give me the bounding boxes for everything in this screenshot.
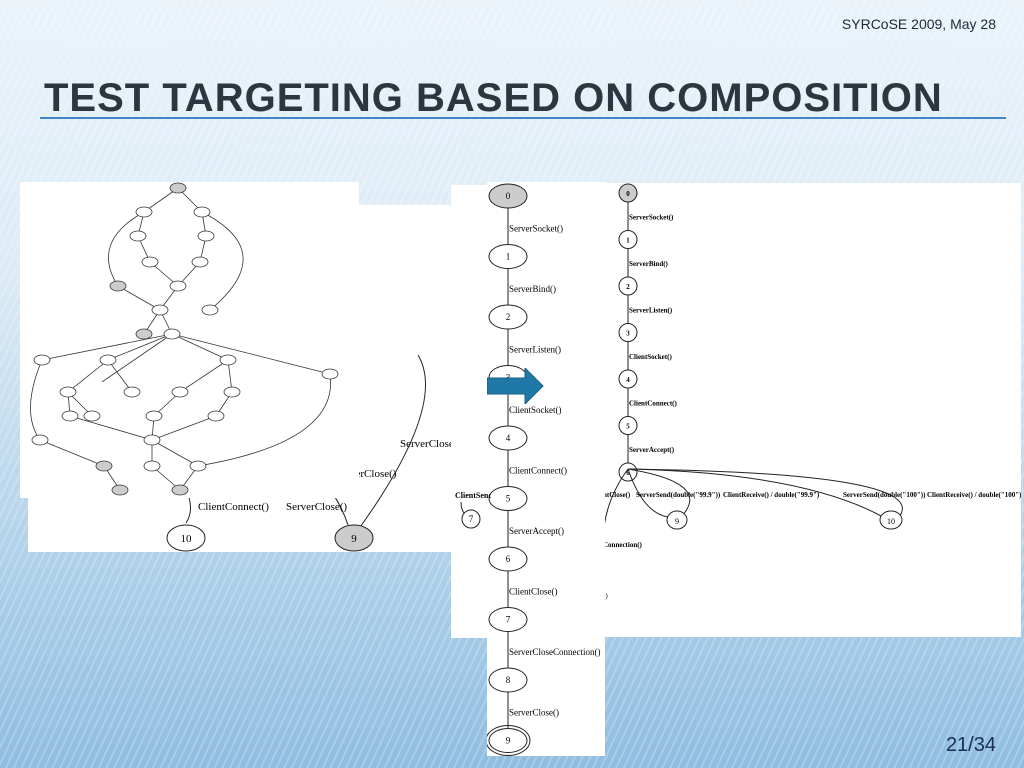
chain-node (488, 728, 528, 753)
chain-node-label: 2 (506, 312, 511, 322)
side-label: ClientSend (455, 491, 491, 500)
node-9-label: 9 (351, 533, 357, 545)
lbl-server-close-partial: verClose() (350, 468, 397, 480)
node-10-label: 10 (181, 533, 193, 545)
dense-state-graph (30, 182, 339, 496)
conference-label: SYRCoSE 2009, May 28 (841, 16, 996, 32)
composition-arrow (486, 366, 547, 409)
side-fragment: ClientSend 7 (451, 484, 493, 534)
loop-label-0: ntClose() (603, 491, 631, 499)
right-node-label: 5 (626, 423, 630, 431)
partial-label-0: Connection() (603, 541, 643, 549)
node-9 (334, 524, 374, 552)
chain-node-label: 8 (506, 675, 511, 685)
loop-label-1: ServerSend(double("99.9")) (636, 491, 721, 499)
chain-edge-label: ServerBind() (509, 284, 556, 294)
side-node-7-label: 7 (469, 514, 474, 524)
right-node-label: 4 (626, 376, 630, 384)
loop-node-10-label: 10 (887, 517, 895, 526)
right-edge-label: ServerSocket() (629, 213, 674, 221)
right-node (618, 416, 638, 435)
loop-node-9-label: 9 (675, 517, 679, 526)
right-edge-label: ClientConnect() (629, 399, 677, 407)
chain-edge-label: ClientConnect() (509, 465, 567, 475)
chain-node-label: 4 (506, 433, 511, 443)
lbl-server-close: ServerClose() (286, 501, 347, 513)
chain-node-label: 9 (506, 736, 511, 746)
right-node-label: 3 (626, 330, 630, 338)
chain-node (488, 425, 528, 451)
title-underline (40, 117, 1006, 119)
lbl-server-close-right: ServerClose( (400, 438, 458, 450)
right-edge-label: ServerBind() (629, 260, 669, 268)
right-edge-label: ClientSocket() (629, 353, 672, 361)
lbl-client-connect: ClientConnect() (198, 501, 269, 513)
loop-label-2: ClientReceive() / double("99.9") (723, 491, 820, 499)
right-node (618, 230, 638, 249)
right-node-label: 2 (626, 283, 630, 291)
partial-label-1: () (603, 592, 608, 600)
right-node-label: 6 (626, 469, 630, 477)
chain-node-label: 1 (506, 252, 511, 262)
chain-edge-label: ClientClose() (509, 586, 558, 596)
loop-label-3: ServerSend(double("100")) (843, 491, 926, 499)
right-node (618, 462, 638, 482)
right-node (618, 183, 638, 203)
chain-node-label: 6 (506, 554, 511, 564)
chain-node-label: 7 (506, 615, 511, 625)
chain-node (488, 607, 528, 632)
slide-title: Test targeting based on composition (44, 76, 943, 120)
chain-node (488, 183, 528, 209)
right-edge-label: ServerListen() (629, 306, 673, 314)
chain-node-label: 5 (506, 494, 511, 504)
chain-node (488, 244, 528, 269)
page-number: 21/34 (945, 734, 996, 756)
left-front-panel (20, 182, 359, 498)
loop-label-4: ClientReceive() / double("100") (927, 491, 1021, 499)
chain-edge-label: ServerCloseConnection() (509, 647, 600, 657)
loop-node-10 (879, 510, 903, 530)
side-node-7 (461, 509, 481, 529)
chain-node (488, 304, 528, 330)
chain-edge-label: ServerClose() (509, 707, 559, 717)
chain-edge-label: ClientSocket() (509, 405, 562, 415)
chain-edge-label: ServerAccept() (509, 526, 564, 536)
right-node (618, 276, 638, 296)
chain-node (488, 667, 528, 693)
chain-edge-label: ServerListen() (509, 344, 561, 354)
left-back-graph: ClientConnect() ServerClose() verClose()… (166, 354, 458, 552)
right-node (618, 323, 638, 342)
right-node-label: 1 (626, 237, 630, 245)
loop-node-9 (666, 510, 688, 530)
chain-node (488, 486, 528, 511)
chain-edge-label: ServerSocket() (509, 223, 563, 233)
right-node-label: 0 (626, 190, 630, 198)
chain-node-label: 0 (506, 191, 511, 201)
right-edge-label: ServerAccept() (629, 446, 675, 454)
right-node (618, 369, 638, 389)
chain-node (488, 546, 528, 572)
node-10 (166, 524, 206, 552)
